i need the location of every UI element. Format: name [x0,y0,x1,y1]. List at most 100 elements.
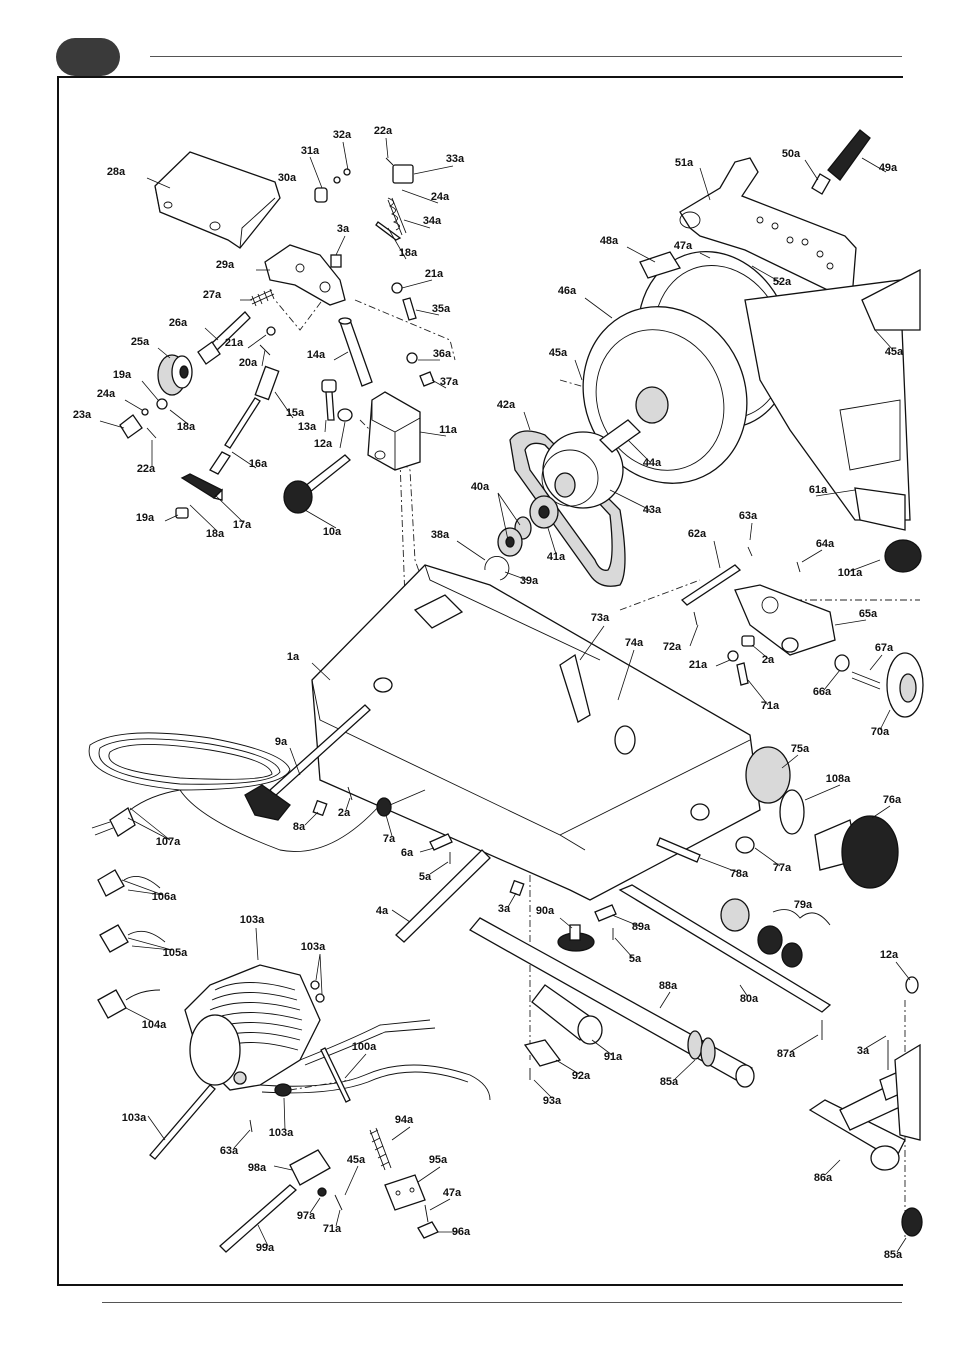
part-label-8a: 8a [293,821,306,833]
handle-49a [811,129,871,195]
part-label-92a: 92a [572,1070,591,1082]
knob-25a [157,354,193,396]
part-label-27a: 27a [203,289,222,301]
part-label-14a: 14a [307,349,326,361]
part-label-1a: 1a [287,651,300,663]
bracket-95a [384,1174,439,1239]
parts-77a-79a [656,836,831,968]
part-label-50a: 50a [782,148,801,160]
part-label-16a: 16a [249,458,268,470]
part-label-87a: 87a [777,1048,796,1060]
part-label-41a: 41a [547,551,566,563]
cylinder-91a-92a [523,984,603,1080]
part-label-78a: 78a [730,868,749,880]
part-label-49a: 49a [879,162,898,174]
part-label-63a: 63a [220,1145,239,1157]
rod-16a [209,365,280,475]
part-label-45a: 45a [347,1154,366,1166]
part-label-9a: 9a [275,736,288,748]
part-label-107a: 107a [156,836,181,848]
part-label-11a: 11a [439,424,458,436]
part-label-52a: 52a [773,276,792,288]
part-label-47a: 47a [674,240,693,252]
bracket-29a [264,244,346,306]
small-parts-top [314,157,414,268]
part-label-105a: 105a [163,947,188,959]
part-label-22a: 22a [374,125,393,137]
part-label-3a: 3a [498,903,511,915]
foot-90a [557,904,617,952]
pin-14a [338,317,373,387]
part-label-100a: 100a [352,1041,377,1053]
part-label-12a: 12a [314,438,333,450]
part-label-106a: 106a [152,891,177,903]
part-label-62a: 62a [688,528,707,540]
shaft-9a [244,704,371,821]
part-label-6a: 6a [401,847,414,859]
part-label-2a: 2a [762,654,775,666]
wedge-17a [175,473,224,519]
leader-lines [99,137,911,1253]
part-label-108a: 108a [826,773,851,785]
small-parts-left [119,326,276,439]
part-label-40a: 40a [471,481,490,493]
bracket-98a [219,1149,343,1253]
part-label-104a: 104a [142,1019,167,1031]
part-label-26a: 26a [169,317,188,329]
part-label-45a: 45a [549,347,568,359]
screws-right [391,282,435,387]
part-label-31a: 31a [301,145,320,157]
part-label-22a: 22a [137,463,156,475]
part-label-18a: 18a [206,528,225,540]
part-label-18a: 18a [399,247,418,259]
part-label-39a: 39a [520,575,539,587]
part-label-65a: 65a [859,608,878,620]
bolt-13a [321,379,353,422]
part-label-4a: 4a [376,905,389,917]
part-label-30a: 30a [278,172,297,184]
part-label-72a: 72a [663,641,682,653]
part-label-17a: 17a [233,519,252,531]
part-label-12a: 12a [880,949,899,961]
part-label-93a: 93a [543,1095,562,1107]
part-label-25a: 25a [131,336,150,348]
part-label-103a: 103a [269,1127,294,1139]
part-label-66a: 66a [813,686,832,698]
part-label-24a: 24a [97,388,116,400]
part-label-77a: 77a [773,862,792,874]
part-label-24a: 24a [431,191,450,203]
part-label-35a: 35a [432,303,451,315]
part-label-29a: 29a [216,259,235,271]
part-label-76a: 76a [883,794,902,806]
part-label-91a: 91a [604,1051,623,1063]
part-label-38a: 38a [431,529,450,541]
part-label-21a: 21a [425,268,444,280]
part-label-79a: 79a [794,899,813,911]
part-label-3a: 3a [857,1045,870,1057]
part-label-89a: 89a [632,921,651,933]
part-label-43a: 43a [643,504,662,516]
part-label-97a: 97a [297,1210,316,1222]
part-label-18a: 18a [177,421,196,433]
part-label-61a: 61a [809,484,828,496]
part-label-21a: 21a [689,659,708,671]
part-label-96a: 96a [452,1226,471,1238]
cover-28a [154,151,281,249]
bearings-40a-41a [484,495,559,581]
part-label-23a: 23a [73,409,92,421]
part-label-19a: 19a [113,369,132,381]
part-label-67a: 67a [875,642,894,654]
part-label-51a: 51a [675,157,694,169]
part-label-98a: 98a [248,1162,267,1174]
part-label-90a: 90a [536,905,555,917]
part-label-85a: 85a [884,1249,903,1261]
pulley-43a-belt-42a [509,419,642,587]
part-label-36a: 36a [433,348,452,360]
part-label-5a: 5a [419,871,432,883]
part-label-101a: 101a [838,567,863,579]
part-label-7a: 7a [383,833,396,845]
part-label-32a: 32a [333,129,352,141]
main-body-1a [311,564,791,901]
bracket-62a-65a [680,546,924,718]
part-label-103a: 103a [301,941,326,953]
